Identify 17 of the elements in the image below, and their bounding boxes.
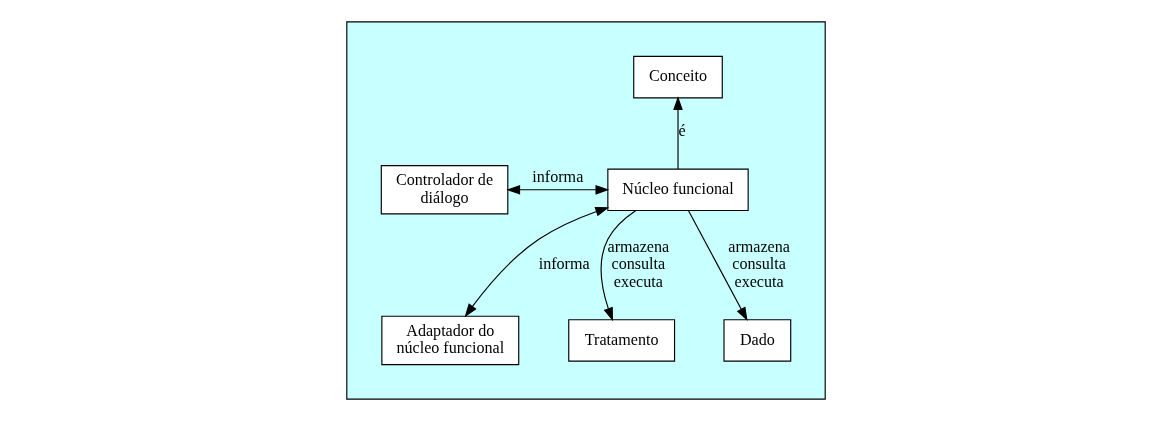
cluster xyxy=(345,21,826,400)
node-box: Dado xyxy=(722,319,791,362)
edge-label: informa xyxy=(538,255,590,273)
arrow xyxy=(687,210,748,322)
edge-label: armazena consulta executa xyxy=(607,238,669,290)
node-box: Controlador de diálogo xyxy=(380,165,508,215)
node-box: Adaptador do núcleo funcional xyxy=(380,315,519,366)
arrow xyxy=(672,96,683,170)
edge-label: é xyxy=(677,121,686,139)
node-box: Núcleo funcional xyxy=(606,168,749,212)
node-box: Conceito xyxy=(632,55,723,99)
edge-label: armazena consulta executa xyxy=(727,238,790,290)
arrow xyxy=(464,207,609,318)
arrow xyxy=(505,184,609,195)
arrow xyxy=(600,210,636,322)
edge-label: informa xyxy=(531,167,583,185)
node-box: Tratamento xyxy=(567,319,675,362)
